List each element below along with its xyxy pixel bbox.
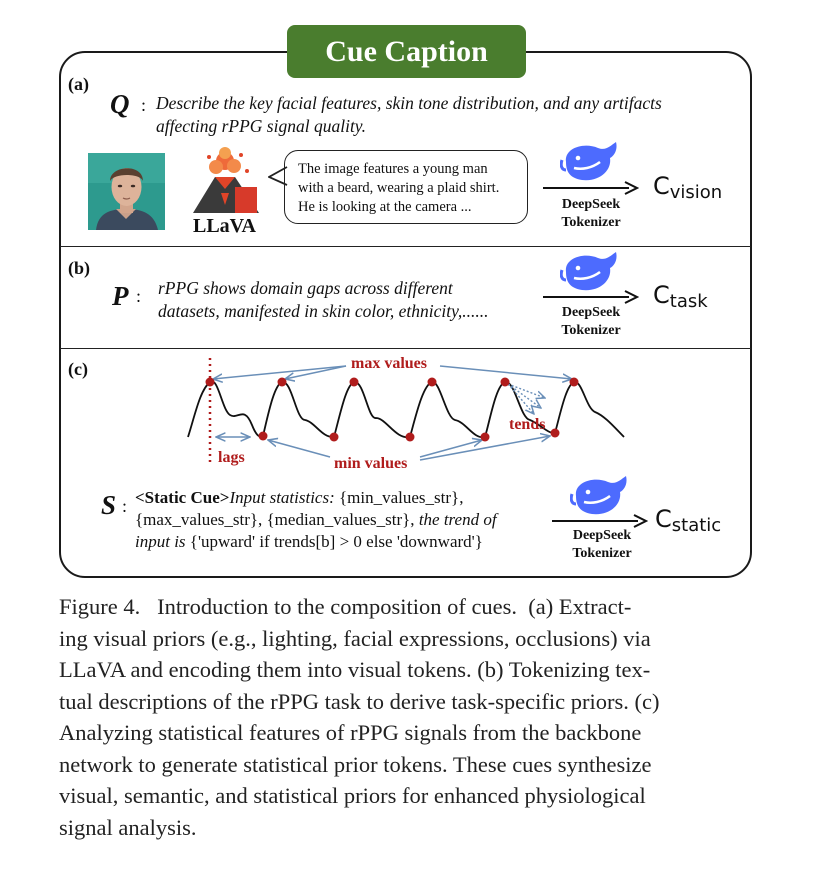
caption-line2: ing visual priors (e.g., lighting, facia… (59, 625, 651, 651)
caption-line8: signal analysis. (59, 814, 197, 840)
deepseek-whale-icon (570, 476, 627, 515)
q-prompt-line2: affecting rPPG signal quality. (156, 116, 366, 136)
c-static-sub: static (671, 515, 722, 536)
p-text-line2: datasets, manifested in skin color, ethn… (158, 301, 489, 321)
tokenizer-c-line2: Tokenizer (572, 546, 632, 561)
trend-arrows (507, 383, 545, 414)
tokenizer-b-line2: Tokenizer (561, 323, 621, 338)
p-colon: : (136, 286, 142, 306)
tokenizer-label-c: DeepSeek Tokenizer (562, 527, 642, 563)
bubble-line3: He is looking at the camera ... (298, 199, 472, 215)
title-badge: Cue Caption (287, 25, 526, 78)
caption-line5: Analyzing statistical features of rPPG s… (59, 720, 642, 745)
lags-label: lags (218, 449, 245, 466)
static-tag: <Static Cue> (135, 488, 230, 507)
tokenizer-a-line1: DeepSeek (561, 197, 621, 212)
arrow-c (552, 514, 648, 528)
caption-line3: LLaVA and encoding them into visual toke… (59, 657, 651, 682)
static-italic1: Input statistics: (229, 488, 335, 507)
caption-line1: Figure 4. Introduction to the compositio… (59, 594, 632, 619)
p-text: rPPG shows domain gaps across different … (158, 277, 558, 323)
c-vision-sub: vision (669, 182, 723, 203)
tokenizer-a-line2: Tokenizer (561, 215, 621, 230)
min-arrows (268, 436, 550, 461)
q-colon: : (141, 95, 147, 115)
static-line3: input is {'upward' if trends[b] > 0 else… (135, 531, 555, 553)
caption-line6: network to generate statistical prior to… (59, 751, 652, 777)
static-text1: {min_values_str}, (334, 488, 464, 507)
signal-waveform (187, 380, 625, 439)
q-prompt: Describe the key facial features, skin t… (156, 92, 756, 138)
rppg-signal-diagram: max values min values lags tends (187, 355, 625, 472)
c-task: Ctask (653, 281, 708, 312)
max-values-label: max values (351, 355, 427, 372)
s-colon: : (122, 496, 128, 516)
volcano-icon (193, 147, 259, 213)
c-task-sub: task (669, 291, 708, 312)
deepseek-whale-icon (560, 142, 617, 181)
panel-a-label: (a) (68, 74, 89, 94)
llava-response-bubble: The image features a young man with a be… (284, 150, 528, 224)
caption-line7: visual, semantic, and statistical priors… (59, 783, 646, 808)
llava-label: LLaVA (193, 215, 256, 237)
c-static-base: C (655, 505, 672, 533)
arrow-b (543, 290, 639, 304)
panel-c-label: (c) (68, 359, 88, 379)
p-text-line1: rPPG shows domain gaps across different (158, 278, 453, 298)
tokenizer-label-a: DeepSeek Tokenizer (551, 196, 631, 232)
trends-label: tends (509, 416, 545, 433)
tokenizer-b-line1: DeepSeek (561, 305, 621, 320)
static-text3: {'upward' if trends[b] > 0 else 'downwar… (185, 532, 483, 551)
bubble-tail (268, 166, 288, 186)
figure-caption: Figure 4. Introduction to the compositio… (59, 591, 769, 843)
q-prompt-line1: Describe the key facial features, skin t… (156, 93, 662, 113)
static-line1: <Static Cue>Input statistics: {min_value… (135, 487, 555, 509)
arrow-a (543, 181, 639, 195)
static-line2: {max_values_str}, {median_values_str}, t… (135, 509, 555, 531)
tokenizer-c-line1: DeepSeek (572, 528, 632, 543)
c-vision-base: C (653, 172, 670, 200)
face-photo (88, 153, 165, 230)
s-letter: S (101, 490, 117, 520)
static-text2: {max_values_str}, {median_values_str}, (135, 510, 415, 529)
deepseek-whale-icon (560, 252, 617, 291)
max-arrows (213, 365, 572, 379)
static-italic3: input is (135, 532, 186, 551)
panel-b-label: (b) (68, 258, 90, 278)
q-letter: Q (110, 89, 130, 119)
c-static: Cstatic (655, 505, 721, 536)
static-cue-text: <Static Cue>Input statistics: {min_value… (135, 487, 555, 553)
tokenizer-label-b: DeepSeek Tokenizer (551, 304, 631, 340)
c-task-base: C (653, 281, 670, 309)
c-vision: Cvision (653, 172, 722, 203)
caption-line4: tual descriptions of the rPPG task to de… (59, 688, 660, 714)
divider-bc (60, 348, 751, 349)
bubble-line1: The image features a young man (298, 161, 488, 177)
p-letter: P (112, 281, 129, 311)
static-italic2: the trend of (414, 510, 497, 529)
divider-ab (60, 246, 751, 247)
extrema-markers (205, 377, 579, 442)
min-values-label: min values (334, 455, 407, 472)
bubble-line2: with a beard, wearing a plaid shirt. (298, 180, 500, 196)
